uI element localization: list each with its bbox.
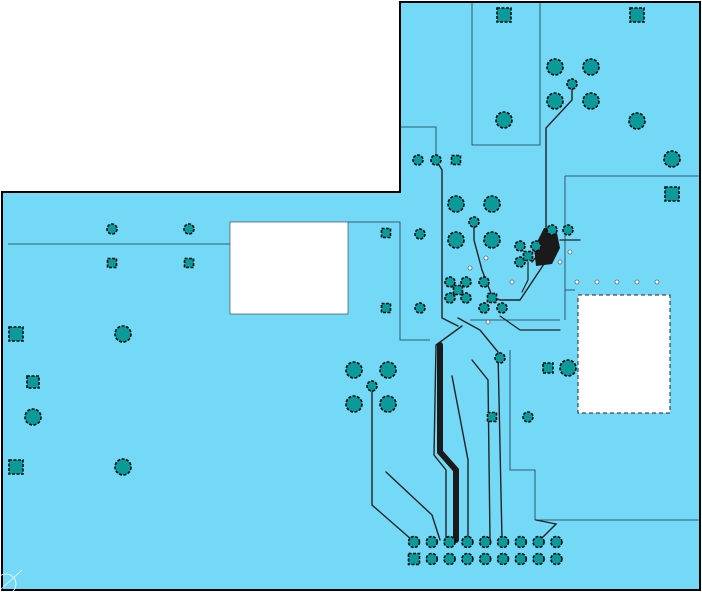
via <box>594 279 600 285</box>
pad-layer <box>8 7 681 566</box>
via <box>509 279 515 285</box>
copper-fill-blob <box>534 228 560 266</box>
round-pad <box>546 224 558 236</box>
square-pad <box>664 186 680 202</box>
round-pad <box>582 92 600 110</box>
round-pad <box>106 223 118 235</box>
round-pad <box>345 395 363 413</box>
square-pad <box>380 227 392 239</box>
round-pad <box>345 361 363 379</box>
header-pin-bottom <box>550 552 563 566</box>
round-pad <box>522 411 534 423</box>
square-pad <box>486 292 498 304</box>
round-pad <box>114 325 132 343</box>
round-pad <box>379 361 397 379</box>
round-pad <box>495 111 513 129</box>
round-pad <box>444 292 456 304</box>
header-pin-top <box>514 535 528 549</box>
square-pad <box>26 375 40 389</box>
square-pad <box>486 411 498 423</box>
header-pin-bottom <box>443 552 456 566</box>
round-pad <box>468 216 480 228</box>
square-pad <box>452 284 464 296</box>
header-pin-1 <box>407 552 421 566</box>
round-pad <box>414 302 426 314</box>
round-pad <box>530 240 542 252</box>
header-pin-top <box>407 535 421 549</box>
header-pin-top <box>532 535 545 549</box>
round-pad <box>183 223 195 235</box>
round-pad <box>24 408 42 426</box>
round-pad <box>366 380 378 392</box>
header-pin-top <box>496 535 510 549</box>
origin-marker <box>0 569 23 592</box>
round-pad <box>546 58 564 76</box>
void-left <box>229 221 349 315</box>
square-pad <box>8 459 24 475</box>
via <box>485 319 491 325</box>
round-pad <box>478 276 490 288</box>
round-pad <box>444 276 456 288</box>
round-pad <box>546 92 564 110</box>
round-pad <box>663 150 681 168</box>
square-pad <box>183 257 195 269</box>
round-pad <box>483 231 501 249</box>
round-pad <box>562 224 574 236</box>
header-pin-top <box>461 535 474 549</box>
header-pin-top <box>443 535 456 549</box>
void-right <box>577 294 671 414</box>
round-pad <box>582 58 600 76</box>
round-pad <box>114 458 132 476</box>
round-pad <box>447 231 465 249</box>
round-pad <box>483 195 501 213</box>
round-pad <box>514 256 526 268</box>
via <box>557 259 563 265</box>
header-pin-bottom <box>425 552 439 566</box>
round-pad <box>460 276 472 288</box>
round-pad <box>628 112 646 130</box>
signal-traces <box>371 83 581 543</box>
square-pad <box>106 257 118 269</box>
round-pad <box>494 352 506 364</box>
header-pin-bottom <box>478 552 492 566</box>
header-pin-top <box>550 535 563 549</box>
via <box>567 249 573 255</box>
via <box>614 279 620 285</box>
square-pad <box>522 250 534 262</box>
round-pad <box>566 78 578 90</box>
round-pad <box>447 195 465 213</box>
isolation-lines <box>8 3 700 521</box>
round-pad <box>379 395 397 413</box>
header-pin-bottom <box>514 552 528 566</box>
header-pin-top <box>425 535 439 549</box>
square-pad <box>629 7 645 23</box>
header-pin-top <box>478 535 492 549</box>
round-pad <box>559 359 577 377</box>
round-pad <box>414 228 426 240</box>
via <box>574 279 580 285</box>
square-pad <box>450 154 462 166</box>
square-pad <box>496 7 512 23</box>
header-pin-bottom <box>496 552 510 566</box>
square-pad <box>542 362 554 374</box>
round-pad <box>478 302 490 314</box>
via <box>634 279 640 285</box>
round-pad <box>514 240 526 252</box>
square-pad <box>380 302 392 314</box>
via <box>654 279 660 285</box>
via <box>483 255 489 261</box>
round-pad <box>412 154 424 166</box>
header-pin-bottom <box>461 552 474 566</box>
header-pin-bottom <box>532 552 545 566</box>
round-pad <box>460 292 472 304</box>
square-pad <box>8 326 24 342</box>
via <box>467 265 473 271</box>
round-pad <box>430 154 442 166</box>
round-pad <box>496 302 508 314</box>
